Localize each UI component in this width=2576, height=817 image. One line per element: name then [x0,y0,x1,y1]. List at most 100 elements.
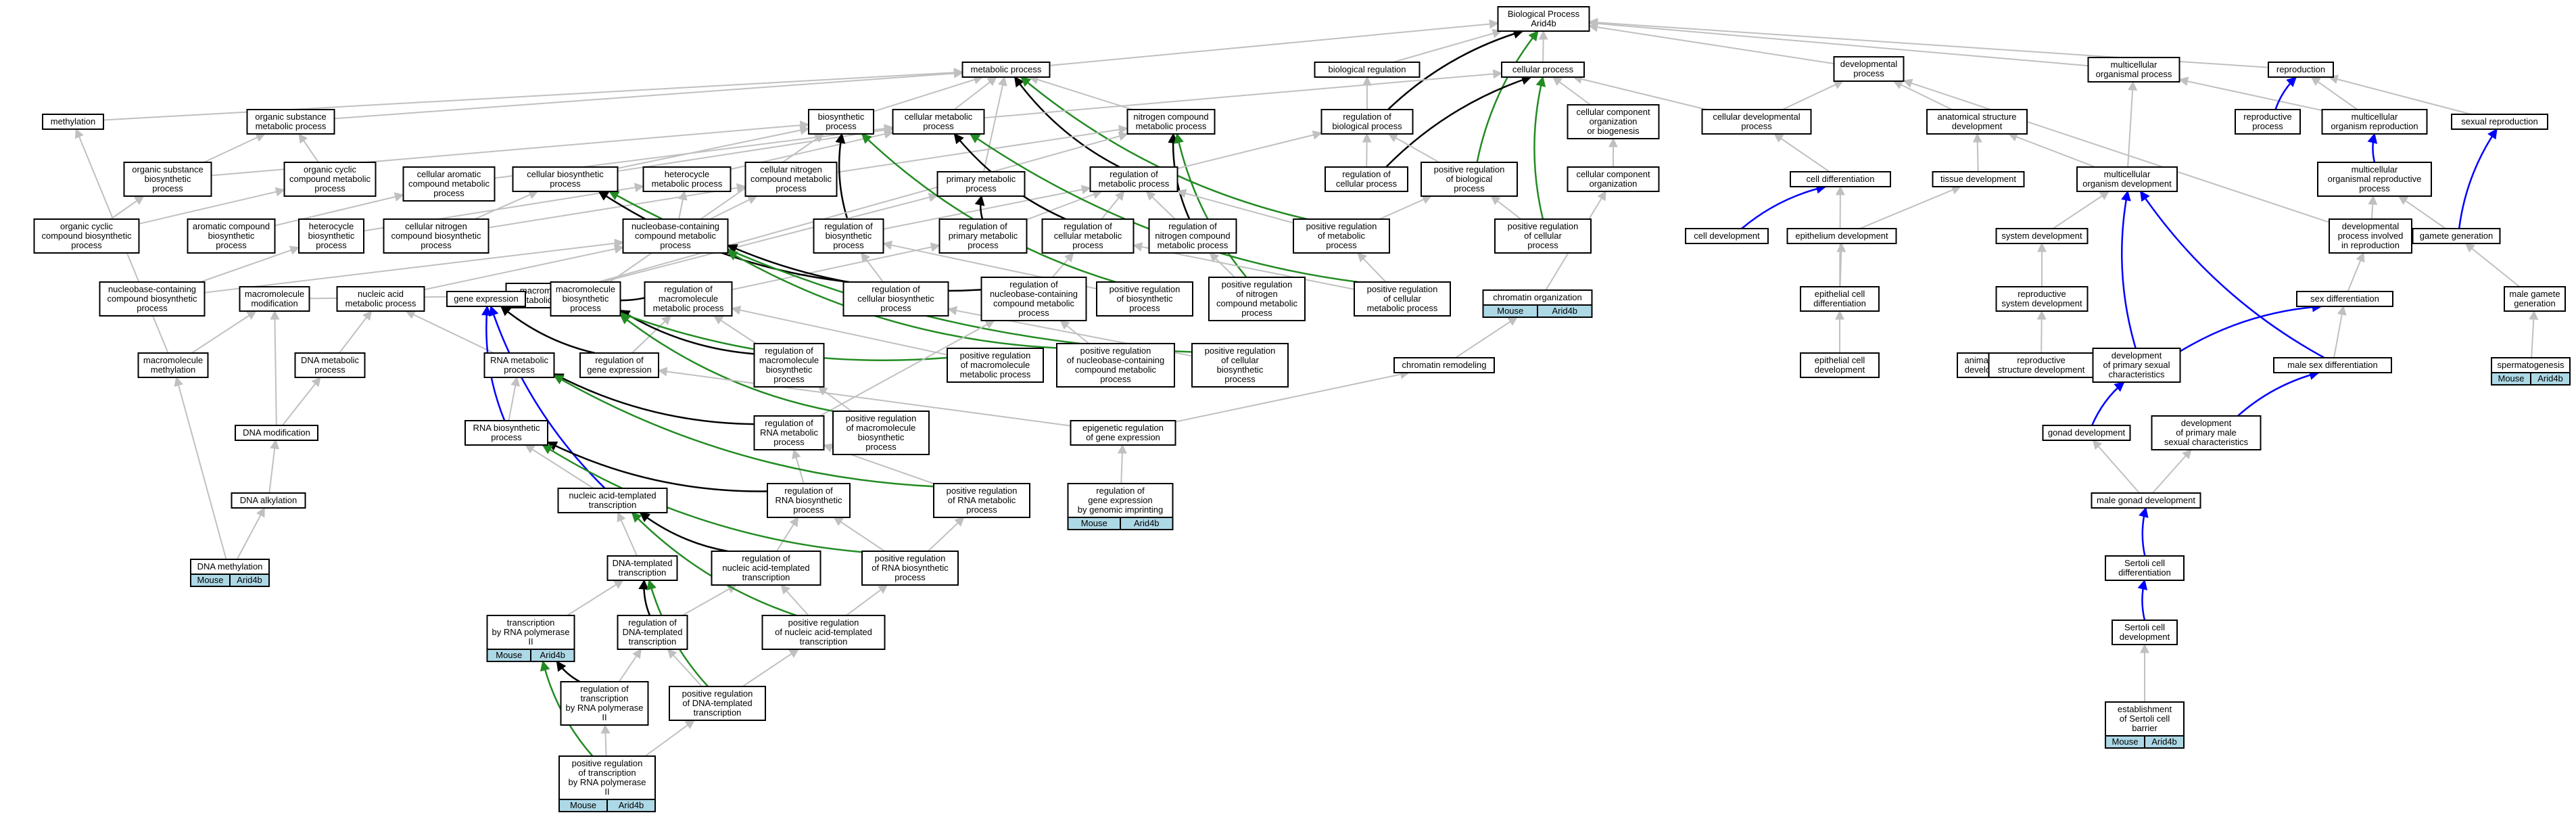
go-term-mp[interactable]: metabolic process [961,62,1051,78]
go-term-breg[interactable]: biological regulation [1314,62,1421,78]
go-term-rep[interactable]: reproduction [2268,62,2334,78]
go-term-rnbcmp[interactable]: regulation ofnucleobase-containingcompou… [980,277,1087,321]
go-term-dnaalk[interactable]: DNA alkylation [231,492,306,509]
go-term-mgd[interactable]: male gonad development [2091,492,2201,509]
go-term-td[interactable]: tissue development [1932,171,2025,187]
go-term-celldev[interactable]: cell development [1685,228,1769,244]
go-term-ge[interactable]: gene expression [446,291,526,307]
go-term-rmbp[interactable]: regulation ofmacromoleculebiosyntheticpr… [753,343,825,388]
go-term-cp[interactable]: cellular process [1501,62,1585,78]
go-term-cr[interactable]: chromatin remodeling [1393,357,1495,373]
go-term-srep[interactable]: sexual reproduction [2451,114,2548,130]
go-term-dnamod[interactable]: DNA modification [235,425,318,441]
go-term-sysd[interactable]: system development [1995,228,2089,244]
go-term-sexd[interactable]: sex differentiation [2296,291,2393,307]
go-term-gd[interactable]: gonad development [2042,425,2131,441]
go-term-msd[interactable]: male sex differentiation [2273,357,2392,373]
go-term-gg[interactable]: gamete generation [2412,228,2501,244]
go-term-meth[interactable]: methylation [42,114,104,130]
go-term-cdiff[interactable]: cell differentiation [1790,171,1891,187]
